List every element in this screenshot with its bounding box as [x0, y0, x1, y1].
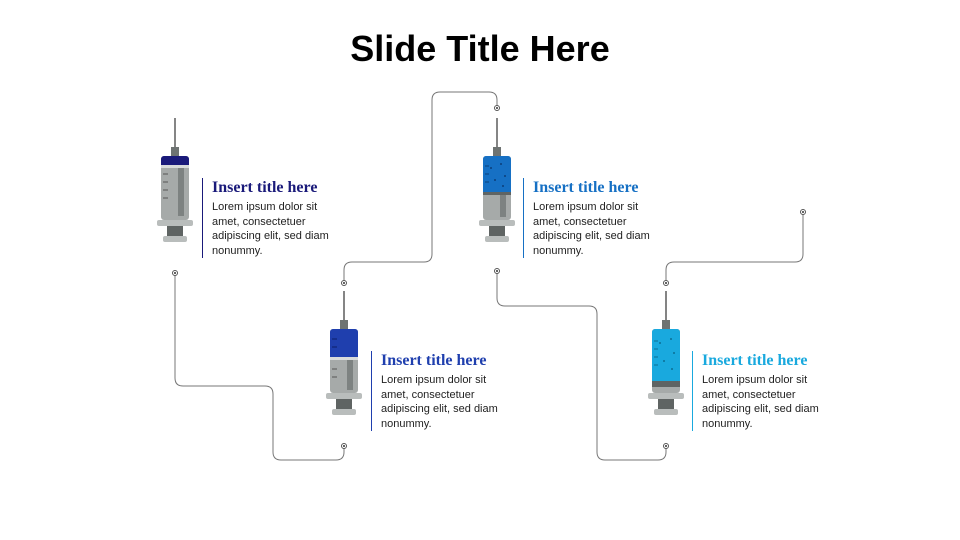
accent-bar	[523, 178, 524, 258]
connector-1-to-2	[174, 273, 345, 461]
accent-bar	[692, 351, 693, 431]
step-2-body: Lorem ipsum dolor sit amet, consectetuer…	[381, 374, 498, 430]
step-3-text: Insert title here Lorem ipsum dolor sit …	[523, 178, 663, 258]
syringe-icon	[648, 291, 684, 415]
syringe-icon	[479, 118, 515, 242]
step-2-title: Insert title here	[381, 352, 487, 369]
slide-title: Slide Title Here	[350, 28, 610, 69]
step-1-body: Lorem ipsum dolor sit amet, consectetuer…	[212, 201, 329, 257]
accent-bar	[202, 178, 203, 258]
connector-4-end	[665, 212, 804, 283]
connector-3-to-4	[496, 271, 667, 461]
step-3-title: Insert title here	[533, 179, 639, 196]
step-2-text: Insert title here Lorem ipsum dolor sit …	[371, 351, 511, 431]
step-3-body: Lorem ipsum dolor sit amet, consectetuer…	[533, 201, 650, 257]
syringe-icon	[157, 118, 193, 242]
syringe-icon	[326, 291, 362, 415]
connector-2-to-3	[343, 91, 498, 283]
step-1-text: Insert title here Lorem ipsum dolor sit …	[202, 178, 342, 258]
step-4-title: Insert title here	[702, 352, 808, 369]
step-4-body: Lorem ipsum dolor sit amet, consectetuer…	[702, 374, 819, 430]
accent-bar	[371, 351, 372, 431]
step-1-title: Insert title here	[212, 179, 318, 196]
step-4-text: Insert title here Lorem ipsum dolor sit …	[692, 351, 832, 431]
